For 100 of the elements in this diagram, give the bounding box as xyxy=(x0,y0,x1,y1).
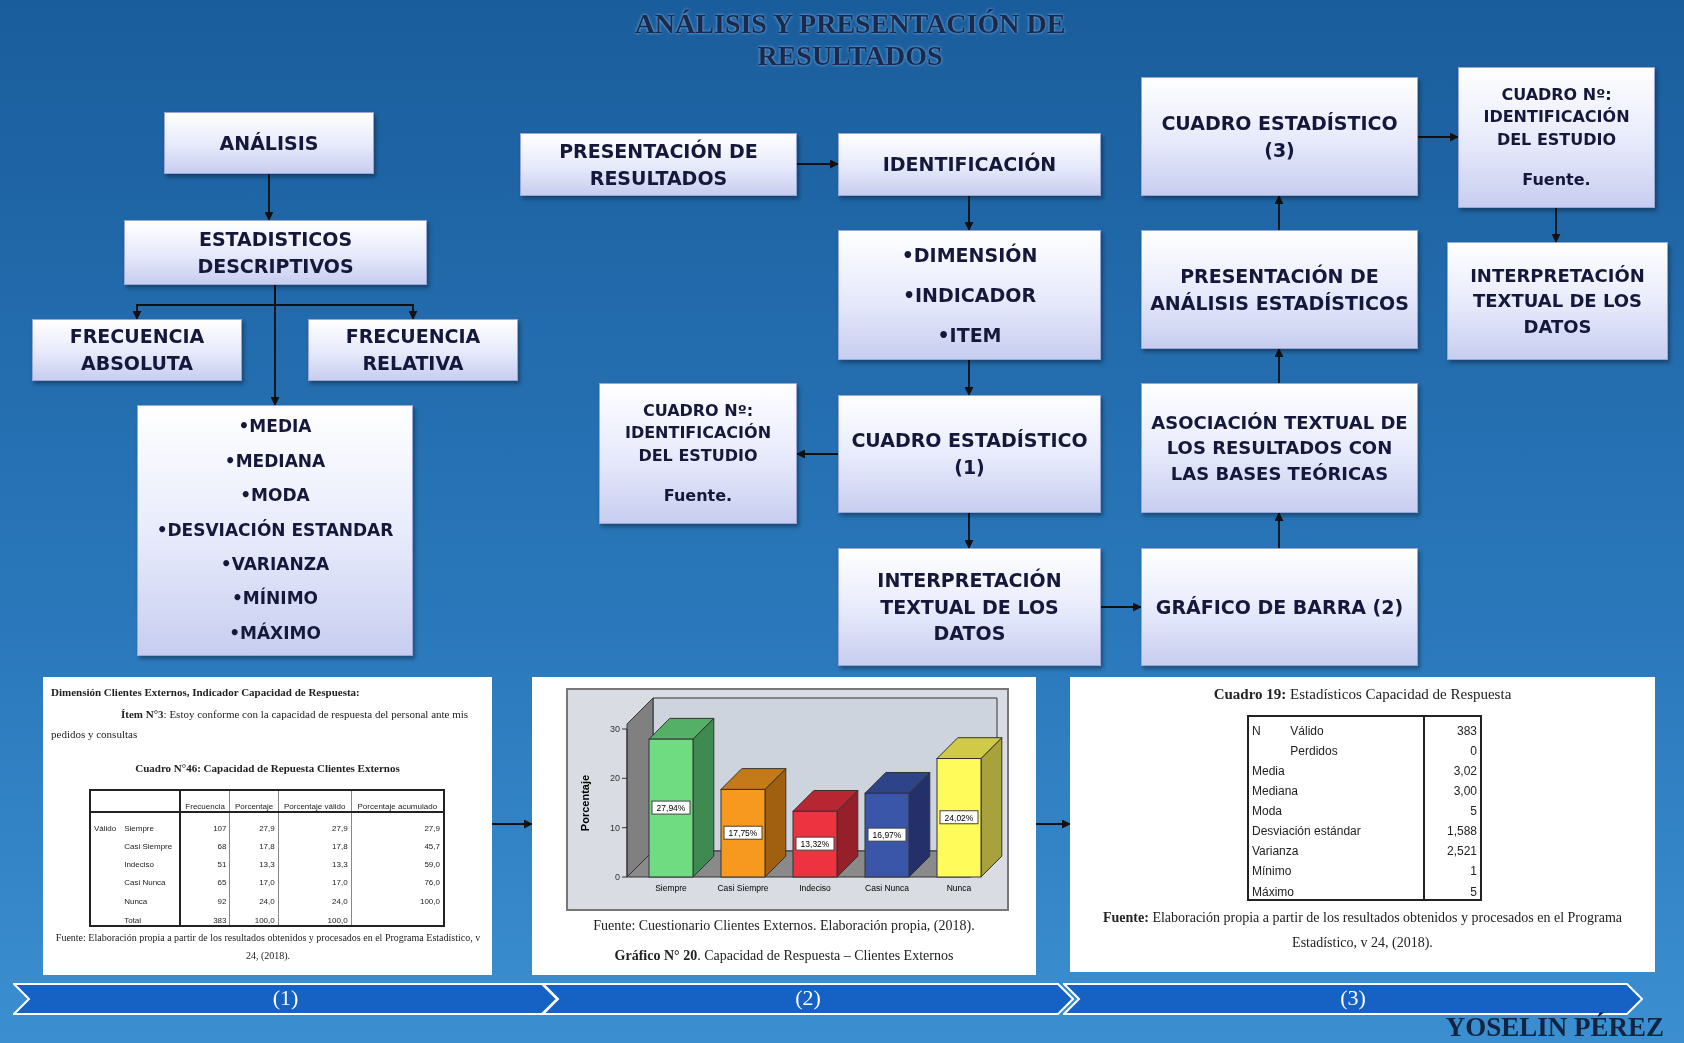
arrow xyxy=(264,173,274,221)
row-label: Casi Nunca xyxy=(124,878,166,888)
category-label: Siempre xyxy=(655,883,687,893)
table-panel xyxy=(1070,677,1655,972)
row-label: Mínimo xyxy=(1252,864,1292,879)
box-label: •DESVIACIÓN ESTANDAR xyxy=(156,518,394,542)
box-label: ANÁLISIS xyxy=(219,130,319,156)
title: ANÁLISIS Y PRESENTACIÓN DE RESULTADOS xyxy=(633,8,1067,72)
table-value: 1 xyxy=(1470,864,1477,879)
arrow xyxy=(964,359,974,396)
arrow xyxy=(1100,602,1142,612)
caption-text: Gráfico N° 20. Capacidad de Respuesta – Clientes Externos xyxy=(613,947,955,965)
table-value: 2,521 xyxy=(1446,844,1477,859)
table-value: 5 xyxy=(1470,885,1477,899)
chart-panel xyxy=(532,677,1036,975)
process-box xyxy=(1141,77,1418,196)
box-label: CUADRO Nº: IDENTIFICACIÓN DEL ESTUDIO xyxy=(1482,83,1631,151)
row-label: Moda xyxy=(1252,804,1283,819)
arrow xyxy=(1417,132,1459,142)
row-label: Perdidos xyxy=(1290,743,1338,758)
process-box xyxy=(838,395,1101,513)
caption-text: Fuente: Cuestionario Clientes Externos. Elaboración propia, (2018). xyxy=(592,917,976,935)
arrow xyxy=(491,819,533,829)
data-label: 24,02% xyxy=(939,810,979,825)
box-label: CUADRO ESTADÍSTICO (3) xyxy=(1160,110,1399,163)
box-label: ESTADISTICOS DESCRIPTIVOS xyxy=(196,226,355,279)
row-label: Máximo xyxy=(1252,885,1294,899)
tick-label: 30 xyxy=(610,724,620,734)
category-label: Casi Siempre xyxy=(717,883,769,893)
table-value: 24,0 xyxy=(332,896,348,906)
row-label: N xyxy=(1252,723,1261,738)
data-label: 27,94% xyxy=(651,800,691,815)
table-value: 65 xyxy=(217,878,227,888)
table-value: 13,3 xyxy=(259,860,275,870)
table-value: 92 xyxy=(217,896,227,906)
category-label: Casi Nunca xyxy=(865,883,909,893)
process-box xyxy=(164,112,374,174)
table-value: 100,0 xyxy=(327,916,348,925)
arrow xyxy=(1551,207,1561,243)
data-label: 16,97% xyxy=(867,827,907,842)
row-label: Casi Siempre xyxy=(124,841,173,851)
table-value: 68 xyxy=(217,841,227,851)
box-label: •DIMENSIÓN xyxy=(901,242,1038,268)
box-label: GRÁFICO DE BARRA (2) xyxy=(1155,594,1404,620)
arrow xyxy=(1035,819,1071,829)
box-label: FRECUENCIA ABSOLUTA xyxy=(68,324,206,376)
process-box xyxy=(838,548,1101,666)
process-box xyxy=(32,319,242,381)
box-label: •MEDIA xyxy=(238,415,312,439)
box-label: INTERPRETACIÓN TEXTUAL DE LOS DATOS xyxy=(876,567,1063,647)
caption-text: Cuadro 19: Estadísticos Capacidad de Respuesta xyxy=(1212,685,1513,704)
box-label: CUADRO Nº: IDENTIFICACIÓN DEL ESTUDIO xyxy=(623,399,773,467)
column-header: Porcentaje acumulado xyxy=(357,802,438,812)
process-box xyxy=(520,133,797,196)
box-label: FRECUENCIA RELATIVA xyxy=(344,324,482,376)
process-box xyxy=(838,133,1101,196)
row-label: Válido xyxy=(1290,723,1324,738)
data-label: 13,32% xyxy=(795,836,835,851)
row-label: Nunca xyxy=(124,896,148,906)
box-label: PRESENTACIÓN DE ANÁLISIS ESTADÍSTICOS xyxy=(1150,263,1409,316)
table-value: 100,0 xyxy=(254,916,275,925)
table-panel xyxy=(43,677,492,975)
table-value: 24,0 xyxy=(259,896,275,906)
process-box xyxy=(1141,383,1418,513)
step-banner xyxy=(13,983,558,1015)
box-label: CUADRO ESTADÍSTICO (1) xyxy=(850,428,1089,480)
caption-text: Ítem N°3: Estoy conforme con la capacidad de respuesta del personal ante mis pedidos y consultas xyxy=(51,707,470,742)
arrow xyxy=(964,512,974,549)
box-label: •MÁXIMO xyxy=(229,621,321,645)
category-label: Indeciso xyxy=(799,883,831,893)
step-number: (2) xyxy=(794,985,822,1011)
box-label: IDENTIFICACIÓN xyxy=(882,151,1057,178)
row-label: Mediana xyxy=(1252,783,1299,798)
arrow xyxy=(270,284,280,406)
box-label: •MODA xyxy=(240,484,310,508)
table-value: 383 xyxy=(213,916,227,925)
arrow xyxy=(1274,348,1284,384)
process-box xyxy=(1141,548,1418,666)
step-number: (1) xyxy=(271,985,300,1011)
table-value: 27,9 xyxy=(259,823,275,833)
table-value: 13,3 xyxy=(332,860,348,870)
tick-label: 10 xyxy=(610,822,620,833)
box-label: Fuente. xyxy=(1522,168,1591,191)
step-number: (3) xyxy=(1339,985,1367,1011)
tick-label: 0 xyxy=(615,872,620,882)
table-value: 45,7 xyxy=(424,841,440,851)
table-value: 76,0 xyxy=(424,878,440,888)
table-value: 100,0 xyxy=(419,896,440,906)
box-label: •ITEM xyxy=(937,322,1002,348)
axis-title: Porcentaje xyxy=(579,774,591,832)
arrow xyxy=(1274,195,1284,231)
table-value: 383 xyxy=(1456,723,1477,738)
table-value: 107 xyxy=(213,823,227,833)
caption-text: Fuente: Elaboración propia a partir de los resultados obtenidos y procesados en el Programa Estadístico, v 24, (2018). xyxy=(54,931,482,963)
arrow xyxy=(796,449,839,459)
process-box xyxy=(137,405,413,656)
box-label: •MÍNIMO xyxy=(232,587,318,611)
table-value: 5 xyxy=(1470,804,1477,819)
caption-text: Cuadro N°46: Capacidad de Repuesta Clientes Externos xyxy=(134,761,401,776)
table-value: 0 xyxy=(1470,743,1477,758)
